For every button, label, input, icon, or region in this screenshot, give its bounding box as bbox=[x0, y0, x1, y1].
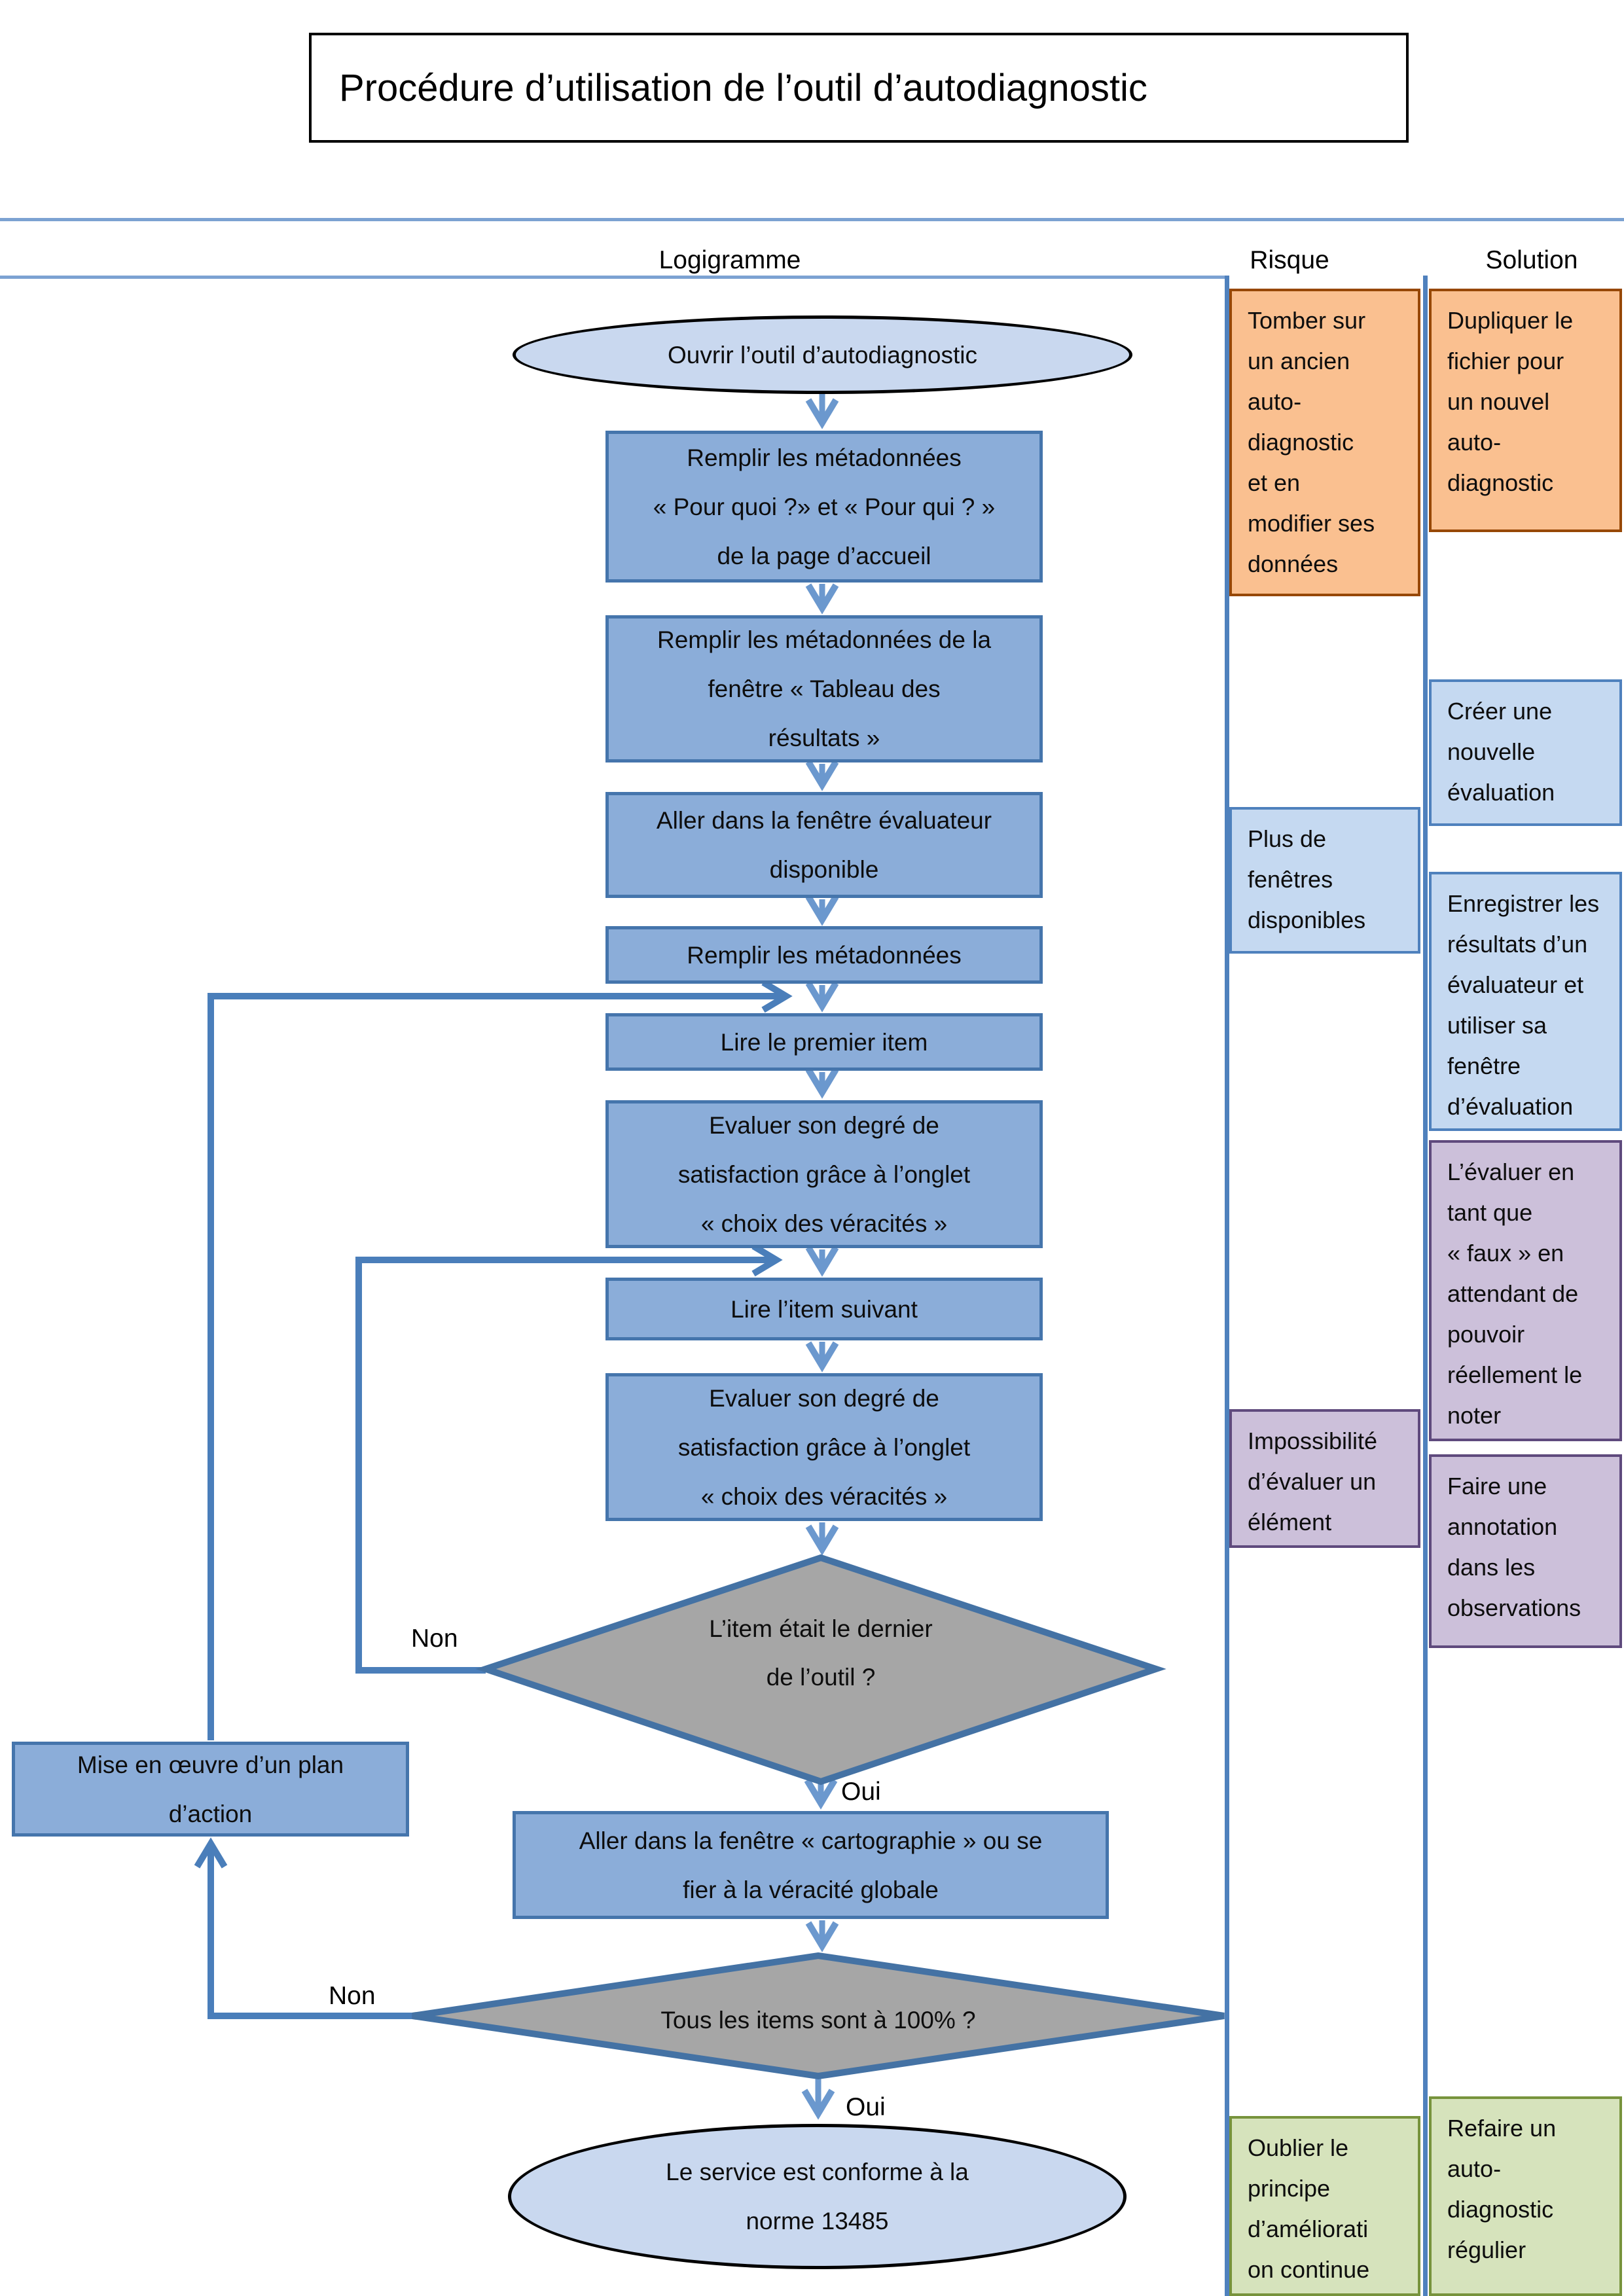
column-header-solution: Solution bbox=[1485, 246, 1578, 274]
step-plan-action: Mise en œuvre d’un plan d’action bbox=[12, 1742, 409, 1837]
branch-label-oui-items-100: Oui bbox=[846, 2093, 886, 2121]
step-remplir-metadonnees: Remplir les métadonnées bbox=[605, 926, 1043, 984]
step-lire-premier-item: Lire le premier item bbox=[605, 1013, 1043, 1071]
end-terminator: Le service est conforme à la norme 13485 bbox=[508, 2124, 1127, 2269]
step-lire-item-suivant: Lire l’item suivant bbox=[605, 1278, 1043, 1340]
step-metadonnees-tableau: Remplir les métadonnées de la fenêtre « … bbox=[605, 615, 1043, 762]
decision-dernier-item-label: L’item était le dernier de l’outil ? bbox=[709, 1615, 933, 1691]
solution-enregistrer-resultats: Enregistrer les résultats d’un évaluateu… bbox=[1429, 872, 1622, 1131]
branch-label-non-dernier-item: Non bbox=[411, 1624, 458, 1653]
risque-oublier-amelioration: Oublier le principe d’améliorati on cont… bbox=[1229, 2116, 1420, 2296]
step-evaluer-satisfaction-1: Evaluer son degré de satisfaction grâce … bbox=[605, 1100, 1043, 1248]
solution-dupliquer-fichier: Dupliquer le fichier pour un nouvel auto… bbox=[1429, 289, 1622, 532]
step-fenetre-evaluateur: Aller dans la fenêtre évaluateur disponi… bbox=[605, 792, 1043, 898]
solution-refaire-autodiagnostic: Refaire un auto- diagnostic régulier bbox=[1429, 2096, 1622, 2296]
column-header-risque: Risque bbox=[1250, 246, 1329, 274]
risque-plus-de-fenetres: Plus de fenêtres disponibles bbox=[1229, 807, 1420, 954]
solution-faire-annotation: Faire une annotation dans les observatio… bbox=[1429, 1454, 1622, 1648]
risque-impossibilite-evaluer: Impossibilité d’évaluer un élément bbox=[1229, 1409, 1420, 1548]
solution-column-border bbox=[1423, 276, 1428, 2296]
decision-items-100-label: Tous les items sont à 100% ? bbox=[660, 2007, 976, 2034]
header-bottom-rule bbox=[0, 276, 1227, 279]
solution-evaluer-faux: L’évaluer en tant que « faux » en attend… bbox=[1429, 1140, 1622, 1441]
step-cartographie: Aller dans la fenêtre « cartographie » o… bbox=[513, 1811, 1109, 1919]
page-title: Procédure d’utilisation de l’outil d’aut… bbox=[339, 66, 1147, 109]
branch-label-oui-dernier-item: Oui bbox=[841, 1778, 881, 1806]
column-header-logigramme: Logigramme bbox=[659, 246, 801, 274]
solution-creer-evaluation: Créer une nouvelle évaluation bbox=[1429, 679, 1622, 826]
header-top-rule bbox=[0, 218, 1624, 221]
title-box: Procédure d’utilisation de l’outil d’aut… bbox=[309, 33, 1409, 143]
branch-label-non-items-100: Non bbox=[329, 1982, 376, 2010]
risque-ancien-autodiagnostic: Tomber sur un ancien auto- diagnostic et… bbox=[1229, 289, 1420, 596]
start-terminator: Ouvrir l’outil d’autodiagnostic bbox=[513, 315, 1132, 394]
step-evaluer-satisfaction-2: Evaluer son degré de satisfaction grâce … bbox=[605, 1373, 1043, 1521]
step-metadonnees-accueil: Remplir les métadonnées « Pour quoi ?» e… bbox=[605, 431, 1043, 583]
risque-column-border bbox=[1225, 276, 1229, 2296]
